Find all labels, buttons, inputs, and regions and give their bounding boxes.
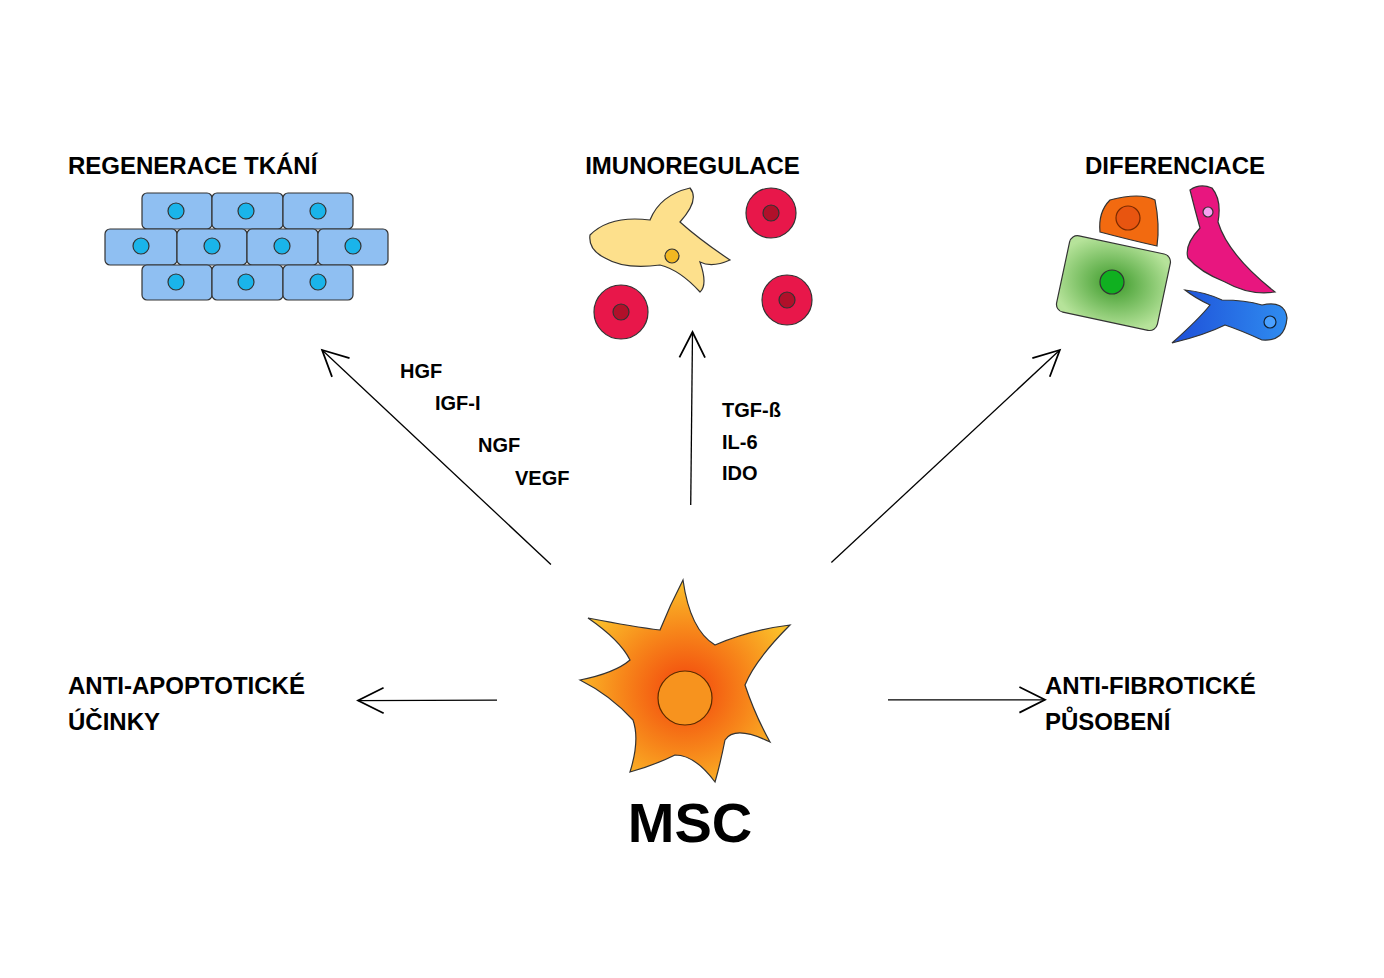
heading: IMUNOREGULACE bbox=[585, 148, 800, 184]
effect-box: ANTI-APOPTOTICKÉ ÚČINKY bbox=[68, 668, 358, 742]
arrow-connector bbox=[691, 332, 693, 505]
tissue-cells bbox=[105, 193, 388, 300]
cell-name: MSC bbox=[628, 791, 752, 855]
outcome-box: DIFERENCIACE bbox=[1055, 148, 1295, 350]
factor-label: TGF-ß bbox=[722, 398, 781, 422]
factor-label: VEGF bbox=[515, 466, 569, 490]
factor-label: NGF bbox=[478, 433, 520, 457]
outcome-box: IMUNOREGULACE bbox=[565, 148, 820, 332]
factor-label: IL-6 bbox=[722, 430, 758, 454]
arrow-connector bbox=[831, 350, 1059, 563]
heading: ANTI-APOPTOTICKÉ ÚČINKY bbox=[68, 668, 358, 740]
heading: ANTI-FIBROTICKÉ PŮSOBENÍ bbox=[1045, 668, 1310, 740]
factor-label: IGF-I bbox=[435, 391, 481, 415]
arrow-connector bbox=[888, 699, 1045, 700]
heading: DIFERENCIACE bbox=[1085, 148, 1265, 184]
factor-label: IDO bbox=[722, 461, 758, 485]
arrow-connector bbox=[358, 699, 497, 701]
heading: REGENERACE TKÁNÍ bbox=[68, 148, 317, 184]
immune-cells bbox=[590, 188, 812, 339]
effect-box: ANTI-FIBROTICKÉ PŮSOBENÍ bbox=[1045, 668, 1310, 742]
msc-star bbox=[575, 575, 805, 790]
differentiated-cells bbox=[1055, 186, 1287, 343]
arrow-connector bbox=[322, 350, 551, 564]
factor-label: HGF bbox=[400, 359, 442, 383]
msc-cell: MSC bbox=[575, 575, 805, 855]
outcome-box: REGENERACE TKÁNÍ bbox=[68, 148, 398, 350]
